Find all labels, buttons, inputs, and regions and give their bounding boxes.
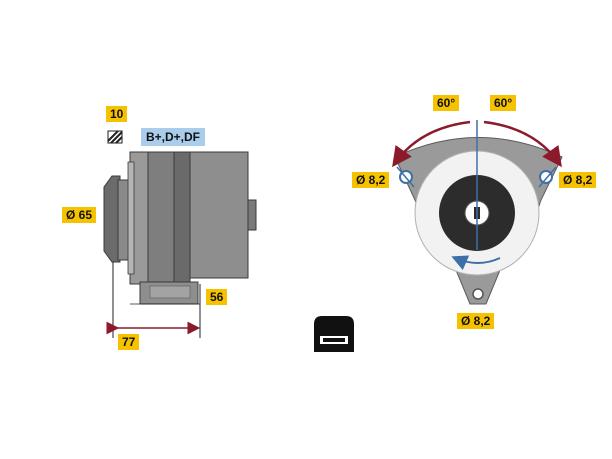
pulley xyxy=(103,175,121,263)
pulley-diameter-label: Ø 65 xyxy=(62,207,97,223)
torque-label: 10 xyxy=(106,106,128,122)
rear-housing xyxy=(189,151,249,279)
dimension-77-label: 77 xyxy=(118,334,140,350)
dimension-56-label: 56 xyxy=(206,289,228,305)
hatch-icon xyxy=(107,130,123,144)
connector-plug-icon xyxy=(314,316,354,352)
angle-arc-right xyxy=(483,120,562,168)
hole-bottom-label: Ø 8,2 xyxy=(457,313,495,329)
hole-left-label: Ø 8,2 xyxy=(352,172,390,188)
alternator-side-view xyxy=(103,151,257,305)
mount-hole-bottom xyxy=(472,288,484,300)
dimension-lines xyxy=(106,262,201,338)
stator xyxy=(147,151,175,283)
mount-hole-right xyxy=(539,170,553,184)
angle-left-label: 60° xyxy=(433,95,460,111)
angle-arc-left xyxy=(392,120,471,168)
rotation-arrow xyxy=(451,255,501,271)
alternator-front-view xyxy=(392,120,563,305)
terminals-label: B+,D+,DF xyxy=(141,128,206,146)
angle-right-label: 60° xyxy=(490,95,517,111)
hole-right-label: Ø 8,2 xyxy=(559,172,597,188)
